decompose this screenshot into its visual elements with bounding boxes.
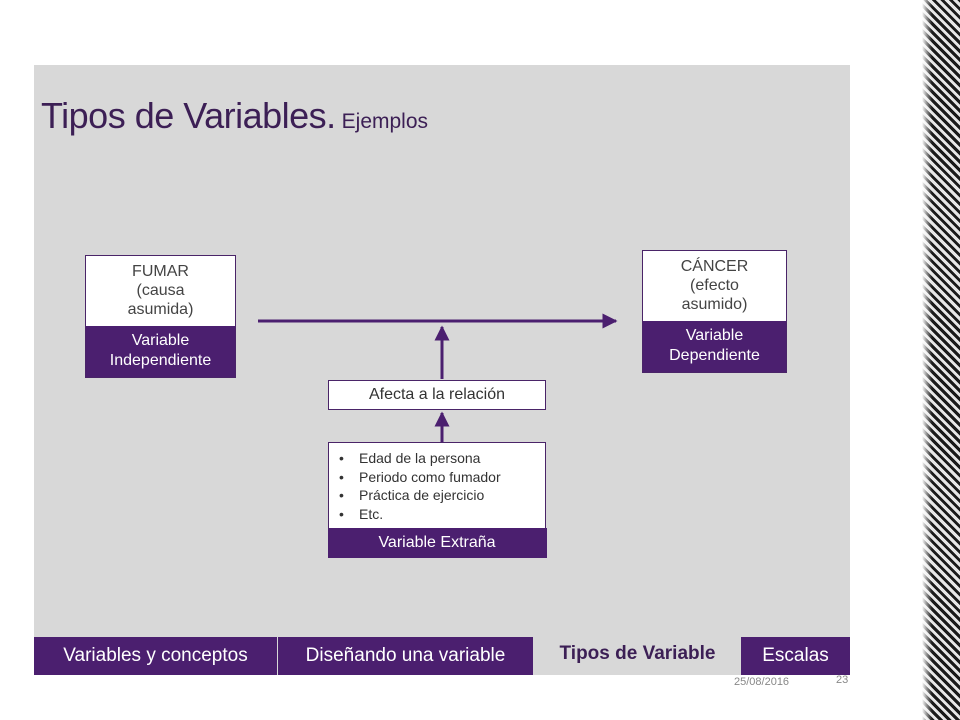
extraneous-variable-label: Variable Extraña [327,527,547,558]
section-tabs: Variables y conceptos Diseñando una vari… [34,637,850,675]
cause-text: FUMAR (causa asumida) [127,263,194,318]
title-subtitle: Ejemplos [341,110,429,133]
list-item: Etc. [339,505,545,524]
affects-relation-box: Afecta a la relación [328,380,546,410]
dependent-variable-label: Variable Dependiente [643,321,786,372]
list-item: Edad de la persona [339,449,545,468]
slide-title: Tipos de Variables.Ejemplos [41,95,428,137]
page-number: 23 [836,674,849,686]
dependent-variable-box: CÁNCER (efecto asumido) Variable Dependi… [642,250,787,373]
diagram-arrows [258,313,618,442]
title-main: Tipos de Variables. [41,95,336,136]
tab-escalas[interactable]: Escalas [741,637,850,675]
decorative-side-strip [922,0,960,720]
slide: Tipos de Variables.Ejemplos FUMAR (causa… [34,65,850,675]
list-item: Periodo como fumador [339,468,545,487]
extraneous-variable-box: Edad de la persona Periodo como fumador … [327,442,547,558]
tab-disenando-variable[interactable]: Diseñando una variable [278,637,534,675]
tab-variables-conceptos[interactable]: Variables y conceptos [34,637,278,675]
footer-date: 25/08/2016 [734,676,790,688]
extraneous-list: Edad de la persona Periodo como fumador … [329,443,545,523]
list-item: Práctica de ejercicio [339,486,545,505]
independent-variable-box: FUMAR (causa asumida) Variable Independi… [85,255,236,378]
independent-variable-label: Variable Independiente [86,326,235,377]
tab-tipos-variable[interactable]: Tipos de Variable [534,637,741,675]
effect-text: CÁNCER (efecto asumido) [680,258,749,313]
